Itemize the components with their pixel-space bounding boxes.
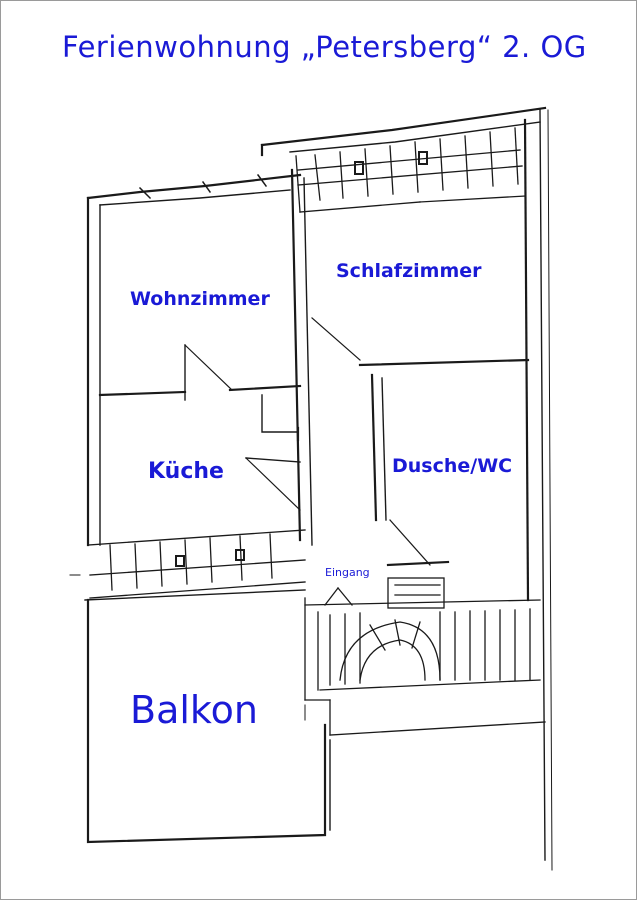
room-label-schlafzimmer: Schlafzimmer <box>336 260 482 282</box>
dormer-hatching <box>295 127 526 213</box>
room-label-kueche: Küche <box>148 459 224 484</box>
balkon-outline <box>86 598 327 844</box>
staircase <box>304 577 546 736</box>
room-label-balkon: Balkon <box>130 688 258 732</box>
wall-dusche-top <box>358 358 530 367</box>
kitchen-balcony-rail <box>87 529 306 599</box>
room-label-eingang: Eingang <box>325 566 370 579</box>
wall-top-wohnzimmer <box>86 173 302 200</box>
wall-top-roof <box>260 106 547 147</box>
room-label-wohnzimmer: Wohnzimmer <box>130 288 270 310</box>
room-label-dusche-wc: Dusche/WC <box>392 455 513 477</box>
wall-wohn-kueche <box>98 390 187 397</box>
wall-center-left <box>290 168 302 542</box>
page-title: Ferienwohnung „Petersberg“ 2. OG <box>62 30 587 64</box>
